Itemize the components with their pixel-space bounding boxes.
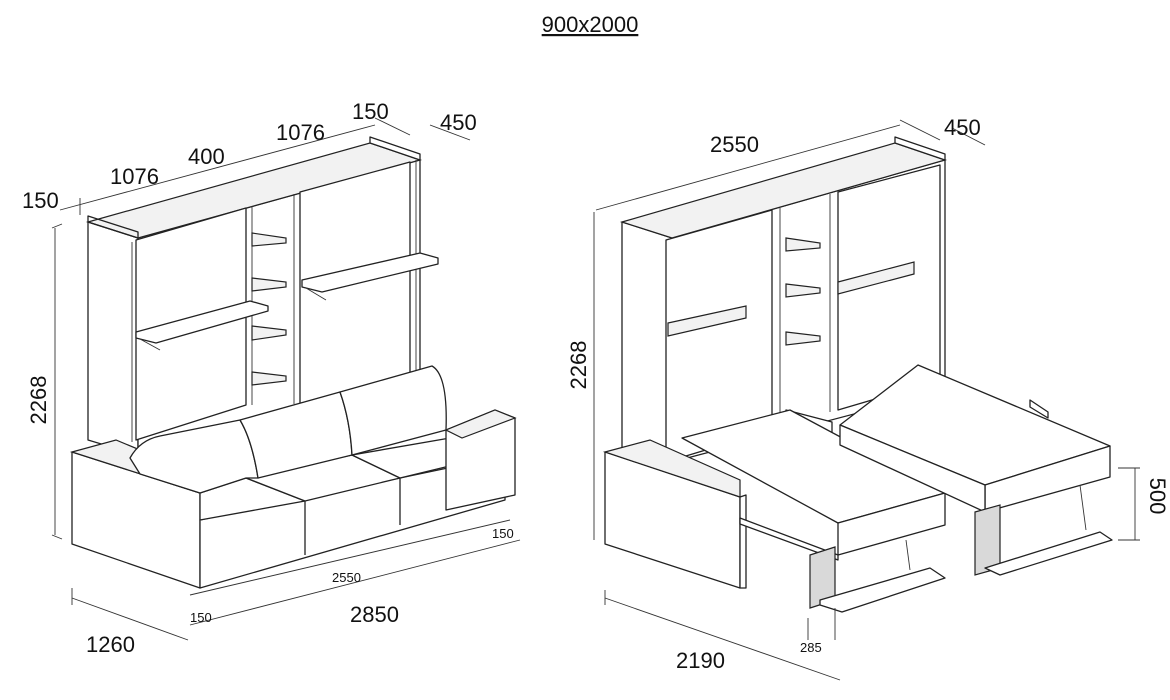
left-view: 150 1076 400 1076 150 450 2268 2550 150 … (22, 99, 521, 657)
left-dim-400: 400 (188, 144, 225, 169)
right-dim-2190-depth: 2190 (676, 648, 725, 673)
right-cabinet (619, 136, 948, 463)
right-dimensions (593, 119, 1140, 681)
right-dim-500-bed-height: 500 (1145, 478, 1170, 515)
left-dim-1076-right: 1076 (276, 120, 325, 145)
left-dim-1260-depth: 1260 (86, 632, 135, 657)
right-dim-2268-height: 2268 (566, 341, 591, 390)
left-dim-1076-left: 1076 (110, 164, 159, 189)
left-dim-2268-height: 2268 (26, 376, 51, 425)
left-dim-150-top-left: 150 (22, 188, 59, 213)
diagram-title: 900x2000 (542, 12, 639, 37)
left-dim-2550-sofa: 2550 (332, 570, 361, 585)
left-sofa (69, 365, 517, 589)
right-view: 2550 450 2268 500 285 2190 (566, 115, 1170, 681)
right-armrest (602, 439, 747, 589)
left-dim-150-top-right: 150 (352, 99, 389, 124)
right-bed-right (839, 364, 1113, 576)
left-dim-450-depth: 450 (440, 110, 477, 135)
left-dimensions (51, 117, 521, 641)
right-dim-2550-width: 2550 (710, 132, 759, 157)
left-dim-2850-total: 2850 (350, 602, 399, 627)
left-cabinet (85, 136, 439, 456)
left-dim-150-sofa-left: 150 (190, 610, 212, 625)
right-dim-285-leg: 285 (800, 640, 822, 655)
left-dim-150-sofa-right: 150 (492, 526, 514, 541)
right-dim-450-depth: 450 (944, 115, 981, 140)
right-bed-left (681, 409, 946, 613)
